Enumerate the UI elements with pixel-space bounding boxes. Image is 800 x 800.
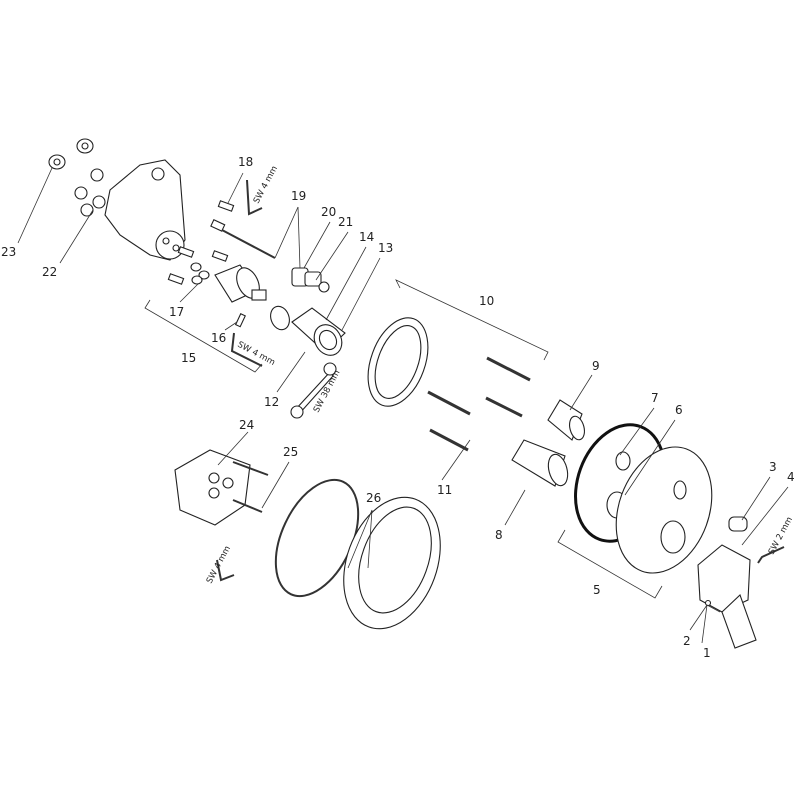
label-18: 18 [238, 155, 253, 169]
part-22-orings [74, 168, 106, 217]
label-19: 19 [291, 189, 306, 203]
label-15: 15 [181, 351, 196, 365]
part-10-mounting-ring [367, 317, 429, 407]
label-25: 25 [283, 445, 298, 459]
label-11: 11 [437, 483, 452, 497]
part-1-handle [697, 544, 785, 649]
part-24-body-plate [174, 449, 269, 582]
tool-label-sw4-24: SW 4 mm [205, 544, 233, 585]
screws-body [167, 246, 229, 285]
part-5-cover-plate [574, 423, 713, 574]
label-3: 3 [769, 460, 777, 474]
label-13: 13 [378, 241, 393, 255]
label-20: 20 [321, 205, 336, 219]
part-3-knob [728, 516, 748, 532]
body-housing [104, 159, 186, 261]
leader-lines [17, 167, 789, 644]
part-19-rod [210, 219, 276, 259]
label-4: 4 [787, 470, 795, 484]
label-17: 17 [169, 305, 184, 319]
label-24: 24 [239, 418, 254, 432]
label-10: 10 [479, 294, 494, 308]
tool-label-sw2-4: SW 2 mm [767, 515, 795, 556]
screws-10-11 [427, 356, 531, 452]
label-2: 2 [683, 634, 691, 648]
label-7: 7 [651, 391, 659, 405]
label-12: 12 [264, 395, 279, 409]
part-14-ring [270, 305, 290, 331]
label-8: 8 [495, 528, 503, 542]
part-16-screw [230, 312, 263, 367]
label-26: 26 [366, 491, 381, 505]
label-6: 6 [675, 403, 683, 417]
label-1: 1 [703, 646, 711, 660]
label-22: 22 [42, 265, 57, 279]
part-15-cartridge [214, 264, 267, 303]
part-9-extension [547, 399, 585, 441]
part-26-ring [274, 478, 441, 630]
tool-label-sw4-18: SW 4 mm [252, 164, 280, 205]
label-21: 21 [338, 215, 353, 229]
part-number-labels: 23 22 18 19 20 21 14 13 17 16 15 12 10 9… [1, 155, 795, 660]
part-12-wrench [290, 362, 337, 419]
label-14: 14 [359, 230, 374, 244]
part-8-extension [511, 439, 569, 487]
part-18-screw [217, 179, 263, 216]
label-9: 9 [592, 359, 600, 373]
part-23-caps [48, 138, 94, 170]
label-23: 23 [1, 245, 16, 259]
part-13-sleeve [291, 307, 346, 356]
label-16: 16 [211, 331, 226, 345]
label-5: 5 [593, 583, 601, 597]
part-17-clips [190, 262, 210, 285]
part-20-21-cartridge [291, 267, 330, 293]
